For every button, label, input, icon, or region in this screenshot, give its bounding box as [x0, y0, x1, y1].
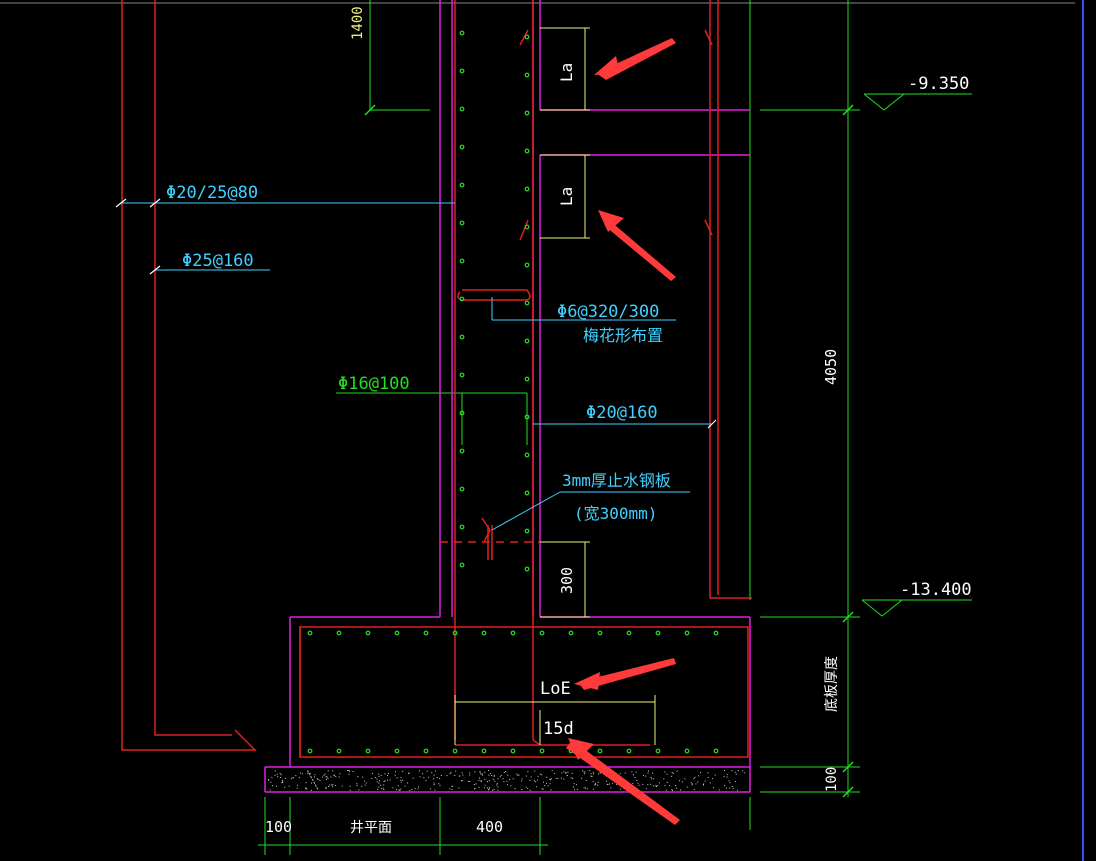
d15-label: 15d [543, 719, 574, 739]
waterstop-width-label: (宽300mm) [574, 504, 657, 523]
elevation-marker-lower [861, 599, 972, 617]
rebar-label-r3-note: 梅花形布置 [583, 326, 663, 345]
arrow-la-mid [602, 214, 676, 281]
elevation-upper-label: -9.350 [908, 74, 969, 94]
leader-lines [120, 202, 712, 531]
leader-ticks [115, 198, 717, 429]
rebar-label-r5: Φ20@160 [586, 403, 658, 423]
elevation-lower-label: -13.400 [900, 580, 972, 600]
loe-label: LoE [540, 679, 571, 699]
dim-300: 300 [558, 567, 576, 594]
dim-100-right: 100 [824, 767, 840, 792]
dim-la-mid: La [557, 187, 576, 206]
arrow-loe [578, 658, 676, 690]
rebar-label-r3: Φ6@320/300 [557, 302, 659, 322]
dim-100-bottom: 100 [265, 818, 292, 836]
dim-slab-thickness: 底板厚度 [824, 656, 840, 712]
dim-4050: 4050 [822, 349, 840, 385]
green-dimension-lines [258, 0, 860, 855]
elevation-marker-upper [863, 93, 972, 111]
dim-400-bottom: 400 [476, 818, 503, 836]
blinding-layer [268, 770, 745, 791]
anchorage-dim-lines [454, 27, 656, 745]
arrow-la-mid-head [598, 210, 624, 232]
waterstop-label: 3mm厚止水钢板 [562, 471, 671, 490]
arrow-15d-head [568, 738, 594, 760]
concrete-outline [264, 0, 751, 793]
dim-la-top: La [557, 63, 576, 82]
dim-well-plane: 井平面 [350, 820, 392, 836]
arrow-la-top-head [594, 56, 620, 75]
rebar-red [121, 0, 752, 758]
rebar-label-r4: Φ16@100 [338, 374, 410, 394]
dim-1400: 1400 [350, 6, 366, 40]
rebar-dots [307, 30, 719, 754]
rebar-label-r1: Φ20/25@80 [166, 183, 258, 203]
annotation-arrows [566, 38, 680, 825]
dimension-ticks [364, 104, 854, 798]
rebar-label-r2: Φ25@160 [182, 251, 254, 271]
arrow-loe-head [574, 672, 600, 690]
arrow-15d [566, 740, 680, 825]
